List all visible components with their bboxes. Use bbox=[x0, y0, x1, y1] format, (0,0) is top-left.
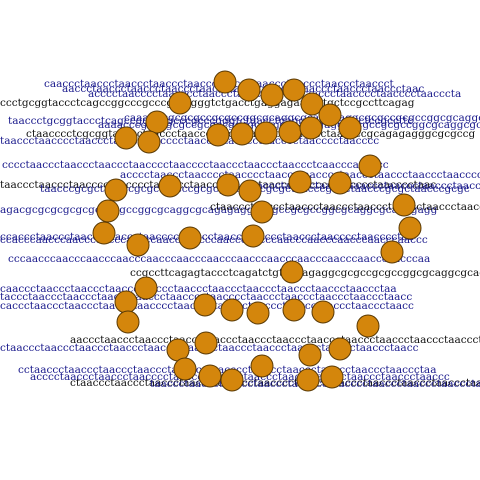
sequence-label: caaaggcgcgcgccgcgccggcgcaggcgcagagaggcgc… bbox=[124, 112, 480, 124]
graph-node bbox=[194, 331, 218, 355]
graph-node bbox=[220, 368, 244, 392]
sequence-label: ctaaccctaaccctaaccctaaccctaaccctaaccctaa… bbox=[210, 201, 480, 213]
graph-node bbox=[398, 216, 422, 240]
graph-node bbox=[114, 290, 138, 314]
sequence-label: ccctgcggtaccctcagccggcccgcccgcccgggtctga… bbox=[0, 97, 415, 109]
graph-node bbox=[250, 200, 274, 224]
graph-node bbox=[338, 116, 362, 140]
graph-node bbox=[300, 92, 324, 116]
graph-node bbox=[298, 343, 322, 367]
graph-node bbox=[220, 298, 244, 322]
graph-node bbox=[296, 368, 320, 392]
graph-node bbox=[328, 171, 352, 195]
graph-node bbox=[328, 337, 352, 361]
graph-node bbox=[230, 122, 254, 146]
graph-node bbox=[92, 221, 116, 245]
graph-node bbox=[114, 126, 138, 150]
graph-node bbox=[173, 357, 197, 381]
graph-node bbox=[250, 354, 274, 378]
graph-node bbox=[158, 174, 182, 198]
graph-node bbox=[126, 233, 150, 257]
graph-node bbox=[288, 170, 312, 194]
graph-node bbox=[116, 310, 140, 334]
graph-node bbox=[238, 179, 262, 203]
graph-node bbox=[318, 103, 342, 127]
graph-node bbox=[280, 260, 304, 284]
graph-node bbox=[145, 110, 169, 134]
graph-node bbox=[216, 173, 240, 197]
graph-node bbox=[96, 199, 120, 223]
sequence-label: caaccctaaccctaaccctaaccctaaccctaaccctaac… bbox=[0, 283, 397, 295]
graph-node bbox=[206, 123, 230, 147]
graph-node bbox=[356, 314, 380, 338]
graph-node bbox=[246, 301, 270, 325]
sequence-label: ctaaccctaaccctaaccctaaccctaacccctaacccct… bbox=[70, 377, 480, 389]
graph-node bbox=[254, 121, 278, 145]
sequence-label: cccctaaccctaaccctaaccctaacccctaacccctaac… bbox=[2, 159, 389, 171]
graph-node bbox=[260, 83, 284, 107]
graph-node bbox=[299, 116, 323, 140]
graph-node bbox=[282, 78, 306, 102]
graph-node bbox=[198, 364, 222, 388]
graph-node bbox=[282, 298, 306, 322]
graph-node bbox=[241, 224, 265, 248]
graph-node bbox=[168, 91, 192, 115]
sequence-label: cccaacccaacccaacccaacccaacccaacccaacccaa… bbox=[8, 253, 430, 265]
graph-node bbox=[278, 120, 302, 144]
graph-node bbox=[178, 226, 202, 250]
sequence-label: ccgccttcagagtaccctcagatctgtcagagaggcgcgc… bbox=[130, 267, 480, 279]
graph-node bbox=[193, 293, 217, 317]
graph-node bbox=[320, 365, 344, 389]
sequence-label: ccaccctaaccctaaccctaaccctaacccctaaccctaa… bbox=[0, 231, 414, 243]
graph-node bbox=[134, 276, 158, 300]
graph-node bbox=[137, 130, 161, 154]
graph-node bbox=[311, 300, 335, 324]
graph-node bbox=[392, 193, 416, 217]
graph-node bbox=[237, 78, 261, 102]
graph-node bbox=[358, 154, 382, 178]
sequence-label: taaccctaacccctaaccctaaccctaacccctaacccct… bbox=[0, 135, 379, 147]
graph-node bbox=[104, 178, 128, 202]
graph-node bbox=[380, 240, 404, 264]
graph-node bbox=[213, 70, 237, 94]
